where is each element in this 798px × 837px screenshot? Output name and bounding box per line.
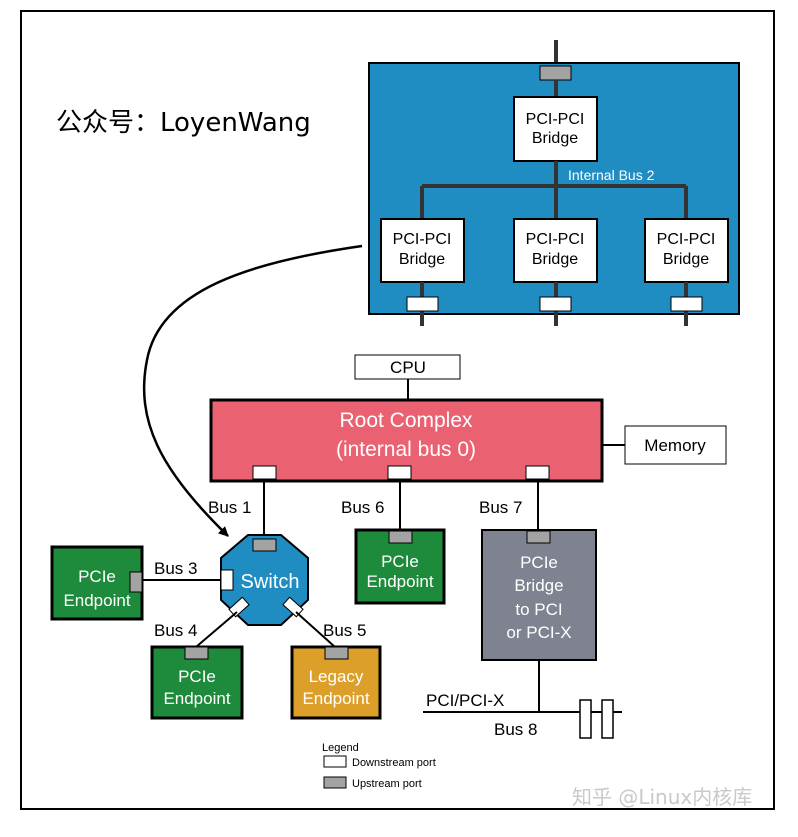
bus5-label: Bus 5 (323, 621, 366, 640)
lower-bridge-middle-line1: PCI-PCI (526, 231, 585, 248)
legend-downstream-label: Downstream port (352, 757, 436, 769)
lower-bridge-middle (513, 218, 598, 283)
endpoint-middle-line1: PCIe (381, 552, 419, 571)
bus3-label: Bus 3 (154, 559, 197, 578)
pci-slot-2 (601, 699, 614, 739)
endpoint-bottom-line1: PCIe (178, 667, 216, 686)
switch-downstream-port-bus4 (228, 596, 250, 618)
switch-internal-detail: PCI-PCI Bridge Internal Bus 2 PCI-PCI Br… (368, 40, 740, 326)
lower-bridge-right (644, 218, 729, 283)
legend-upstream-swatch (323, 776, 347, 789)
legend: Legend Downstream port Upstream port (322, 742, 436, 790)
endpoint-bottom-line2: Endpoint (163, 689, 230, 708)
memory-label: Memory (644, 436, 706, 455)
top-pci-pci-bridge (513, 96, 598, 162)
legend-upstream-label: Upstream port (352, 778, 422, 790)
root-complex-title: Root Complex (339, 409, 473, 432)
lower-bridge-middle-line2: Bridge (532, 251, 578, 268)
top-bridge-line2: Bridge (532, 130, 578, 147)
pcie-to-pci-bridge (481, 529, 597, 661)
bus1-label: Bus 1 (208, 498, 251, 517)
downstream-port-right (670, 296, 703, 312)
lower-bridge-left (380, 218, 465, 283)
switch-downstream-port-bus5 (282, 596, 304, 618)
rc-downstream-port-6 (387, 465, 412, 480)
bridge-line2: Bridge (514, 576, 563, 595)
bridge-line1: PCIe (520, 553, 558, 572)
endpoint-bottom-upstream-port (184, 646, 209, 660)
switch-label: Switch (241, 571, 300, 593)
pci-slot-1 (579, 699, 592, 739)
lower-bridge-right-line1: PCI-PCI (657, 231, 716, 248)
upstream-port-icon (539, 65, 572, 81)
endpoint-left-upstream-port (129, 571, 143, 593)
lower-bridge-right-line2: Bridge (663, 251, 709, 268)
zoom-arrow (142, 244, 363, 537)
legacy-endpoint-line1: Legacy (309, 667, 364, 686)
legend-downstream-swatch (323, 755, 347, 768)
downstream-port-middle (539, 296, 572, 312)
pcie-endpoint-left (50, 545, 144, 621)
bus5-line (295, 611, 336, 648)
bus4-line (195, 611, 238, 648)
bus7-label: Bus 7 (479, 498, 522, 517)
bridge-line3: to PCI (515, 600, 562, 619)
endpoint-middle-upstream-port (388, 530, 413, 544)
bus6-label: Bus 6 (341, 498, 384, 517)
internal-bus-2-label: Internal Bus 2 (568, 167, 655, 183)
legacy-endpoint-upstream-port (324, 646, 349, 660)
switch-downstream-port-bus3 (220, 569, 234, 591)
watermark-bottom: 知乎 @Linux内核库 (572, 785, 752, 809)
downstream-port-left (406, 296, 439, 312)
bus4-label: Bus 4 (154, 621, 197, 640)
legacy-endpoint-line2: Endpoint (302, 689, 369, 708)
endpoint-left-line1: PCIe (78, 567, 116, 586)
lower-bridge-left-line2: Bridge (399, 251, 445, 268)
cpu-box (354, 354, 461, 380)
rc-downstream-port-7 (525, 465, 550, 480)
legend-title: Legend (322, 742, 359, 754)
bus8-label: Bus 8 (494, 720, 537, 739)
outer-frame (20, 10, 775, 810)
root-complex-subtitle: (internal bus 0) (336, 438, 476, 461)
endpoint-left-line2: Endpoint (63, 591, 130, 610)
lower-bridge-left-line1: PCI-PCI (393, 231, 452, 248)
pci-bus-label: PCI/PCI-X (426, 691, 504, 710)
cpu-label: CPU (390, 358, 426, 377)
endpoint-middle-line2: Endpoint (366, 572, 433, 591)
rc-downstream-port-1 (252, 465, 277, 480)
bridge-line4: or PCI-X (506, 623, 571, 642)
switch-upstream-port (252, 538, 277, 552)
memory-box (624, 425, 727, 465)
bridge-upstream-port (526, 530, 551, 544)
watermark-top: 公众号：LoyenWang (56, 108, 311, 138)
top-bridge-line1: PCI-PCI (526, 111, 585, 128)
